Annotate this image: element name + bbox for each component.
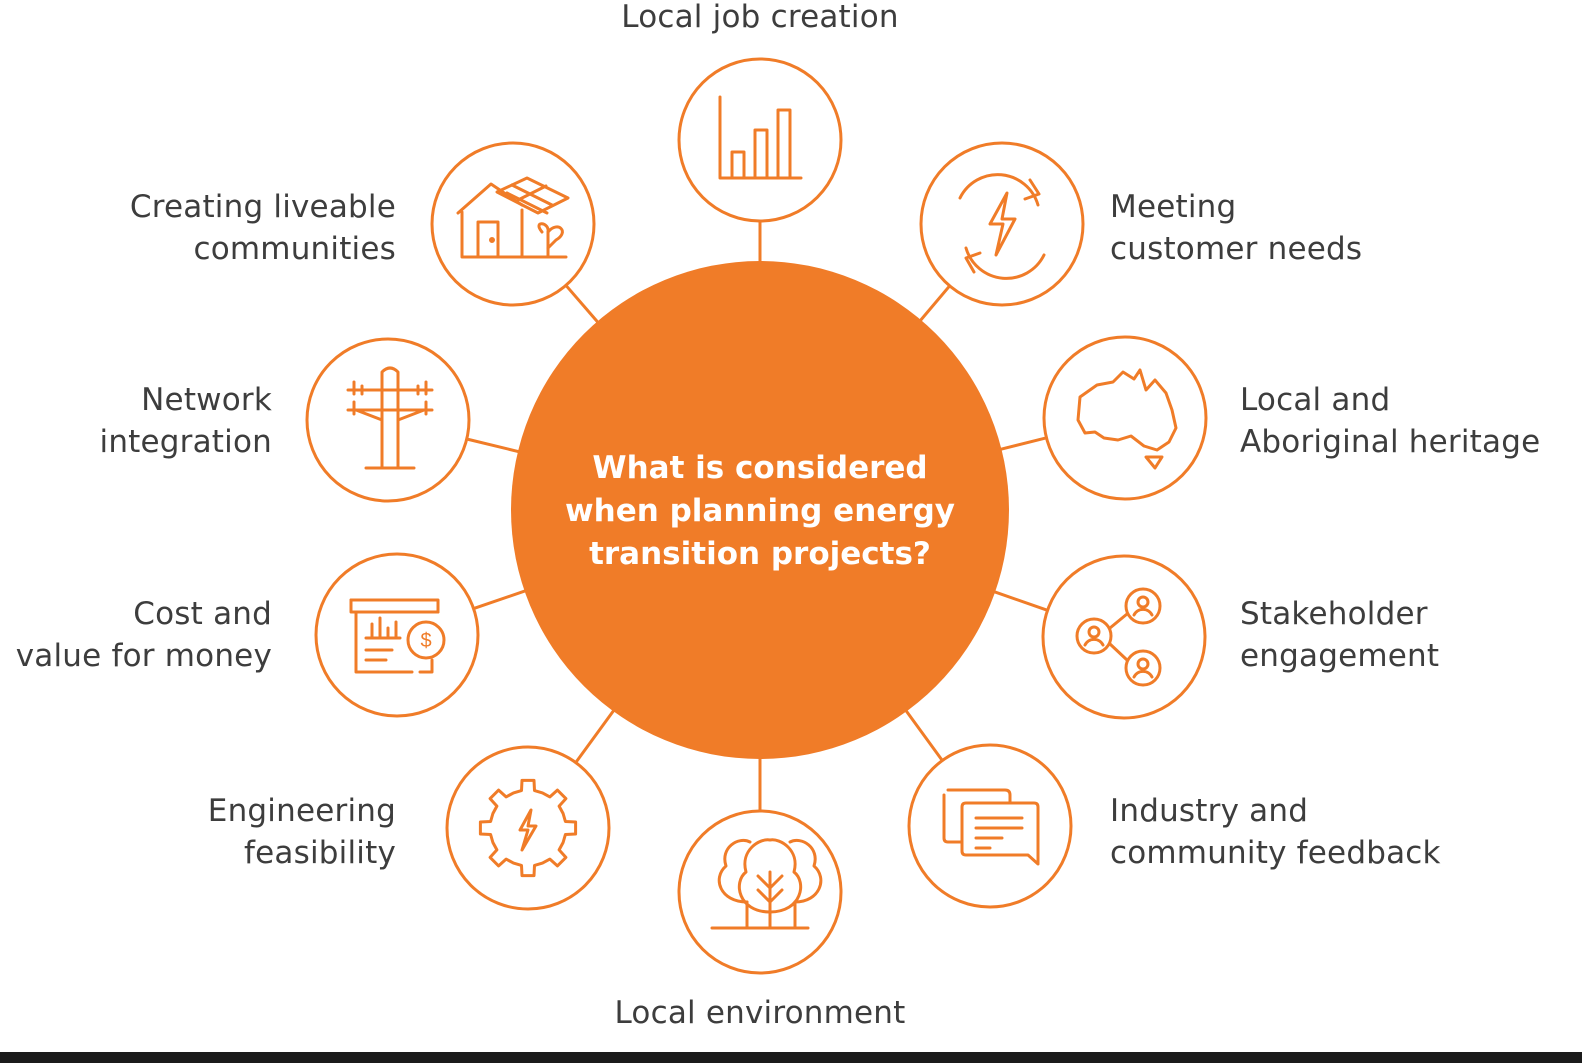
- label-cost-and-value-for-money: Cost and value for money: [16, 593, 272, 677]
- center-hub: [511, 261, 1009, 759]
- label-line: Engineering: [207, 793, 396, 829]
- connector-local-and-aboriginal-heritage: [997, 436, 1047, 452]
- label-industry-and-community-feedback: Industry and community feedback: [1110, 790, 1441, 874]
- label-engineering-feasibility: Engineering feasibility: [208, 790, 396, 874]
- center-title-line: transition projects?: [589, 536, 931, 572]
- node-circle-creating-liveable-communities: [430, 141, 596, 307]
- connector-lines: [466, 221, 1048, 811]
- label-line: customer needs: [1110, 231, 1363, 267]
- center-title-line: What is considered: [592, 450, 928, 486]
- connector-network-integration: [466, 437, 523, 454]
- power-pole-icon: [346, 366, 434, 470]
- connector-creating-liveable-communities: [564, 284, 602, 326]
- connector-meeting-customer-needs: [917, 284, 951, 324]
- label-line: Industry and: [1110, 793, 1309, 829]
- invoice-dollar-icon: $: [349, 598, 446, 674]
- trees-icon: [710, 838, 823, 930]
- connector-stakeholder-engagement: [990, 589, 1048, 612]
- label-line: Aboriginal heritage: [1240, 424, 1541, 460]
- label-line: Creating liveable: [129, 189, 396, 225]
- center-title: What is considered when planning energy …: [540, 447, 980, 576]
- label-line: Meeting: [1110, 189, 1237, 225]
- bottom-border: [0, 1052, 1582, 1063]
- node-circle-industry-and-community-feedback: [907, 743, 1073, 909]
- node-circles: [305, 57, 1208, 975]
- label-line: Local job creation: [621, 0, 899, 35]
- lightning-cycle-icon: [958, 173, 1046, 280]
- svg-text:$: $: [420, 630, 431, 652]
- node-circle-stakeholder-engagement: [1041, 554, 1207, 720]
- label-line: Local and: [1240, 382, 1391, 418]
- node-circle-network-integration: [305, 337, 471, 503]
- label-line: Stakeholder: [1240, 596, 1428, 632]
- label-local-environment: Local environment: [560, 992, 960, 1034]
- node-circle-local-job-creation: [677, 57, 843, 223]
- connector-cost-and-value-for-money: [473, 588, 529, 611]
- bar-chart-icon: [718, 95, 803, 180]
- center-title-line: when planning energy: [565, 493, 955, 529]
- label-line: community feedback: [1110, 835, 1441, 871]
- label-line: Network: [141, 382, 272, 418]
- solar-house-icon: [456, 176, 570, 259]
- label-network-integration: Network integration: [100, 379, 273, 463]
- australia-map-icon: [1076, 368, 1178, 470]
- gear-lightning-icon: [478, 778, 578, 878]
- connector-engineering-feasibility: [574, 707, 617, 764]
- label-local-job-creation: Local job creation: [560, 0, 960, 38]
- label-line: Local environment: [614, 995, 906, 1031]
- label-line: feasibility: [244, 835, 396, 871]
- label-line: Cost and: [133, 596, 272, 632]
- label-local-and-aboriginal-heritage: Local and Aboriginal heritage: [1240, 379, 1540, 463]
- connected-people-icon: [1075, 587, 1162, 687]
- label-line: value for money: [15, 638, 272, 674]
- label-creating-liveable-communities: Creating liveable communities: [130, 186, 396, 270]
- node-circle-engineering-feasibility: [445, 745, 611, 911]
- label-line: engagement: [1240, 638, 1440, 674]
- connector-industry-and-community-feedback: [902, 707, 944, 762]
- label-meeting-customer-needs: Meeting customer needs: [1110, 186, 1362, 270]
- label-line: integration: [99, 424, 272, 460]
- chat-bubbles-icon: [942, 788, 1040, 866]
- label-stakeholder-engagement: Stakeholder engagement: [1240, 593, 1439, 677]
- label-line: communities: [193, 231, 396, 267]
- node-circle-local-and-aboriginal-heritage: [1042, 335, 1208, 501]
